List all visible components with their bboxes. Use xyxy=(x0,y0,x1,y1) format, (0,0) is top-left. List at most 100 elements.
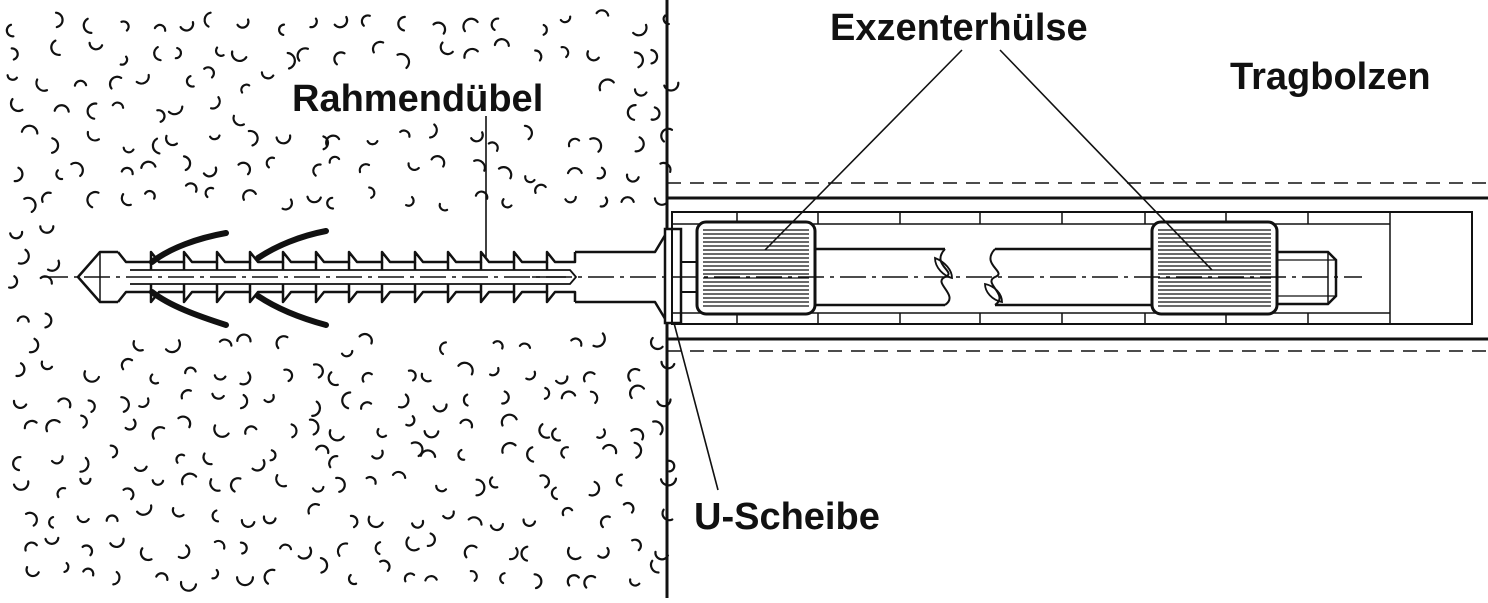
texture-mark xyxy=(213,424,230,438)
texture-mark xyxy=(211,568,220,580)
texture-mark xyxy=(260,71,275,80)
texture-mark xyxy=(210,96,221,110)
texture-mark xyxy=(6,74,18,81)
texture-mark xyxy=(240,519,256,528)
texture-mark xyxy=(360,14,371,27)
texture-mark xyxy=(202,452,213,466)
texture-mark xyxy=(35,78,49,92)
texture-mark xyxy=(649,336,664,351)
texture-mark xyxy=(79,477,92,485)
texture-mark xyxy=(105,514,119,523)
texture-mark xyxy=(508,547,519,561)
texture-mark xyxy=(405,415,416,427)
texture-mark xyxy=(79,456,90,473)
texture-mark xyxy=(475,478,486,497)
texture-mark xyxy=(76,515,90,524)
texture-mark xyxy=(174,46,183,60)
texture-mark xyxy=(262,515,277,525)
texture-mark xyxy=(424,575,438,582)
texture-mark xyxy=(275,134,292,145)
barb-lower-2 xyxy=(255,293,329,328)
texture-mark xyxy=(596,166,606,180)
texture-mark xyxy=(56,487,67,499)
texture-mark xyxy=(269,449,277,462)
texture-mark xyxy=(534,49,543,62)
leader-lines xyxy=(485,49,1213,491)
dowel-rib-top xyxy=(117,250,577,264)
texture-mark xyxy=(124,418,137,431)
texture-mark xyxy=(567,137,581,148)
texture-mark xyxy=(13,166,24,183)
texture-mark xyxy=(171,507,185,518)
texture-mark xyxy=(237,161,251,176)
texture-mark xyxy=(5,23,15,38)
texture-mark xyxy=(247,129,259,147)
texture-mark xyxy=(349,514,359,529)
texture-mark xyxy=(438,202,449,212)
texture-mark xyxy=(501,441,517,454)
texture-mark xyxy=(111,101,125,109)
texture-mark xyxy=(12,455,22,472)
texture-mark xyxy=(538,423,551,439)
texture-mark xyxy=(239,371,252,386)
sleeve-knurling xyxy=(703,229,1271,307)
texture-mark xyxy=(112,570,121,586)
texture-mark xyxy=(391,470,407,479)
texture-mark xyxy=(167,105,184,116)
texture-mark xyxy=(500,413,518,427)
texture-mark xyxy=(462,393,469,407)
label-u-scheibe: U-Scheibe xyxy=(694,496,880,538)
texture-mark xyxy=(518,342,532,349)
texture-mark xyxy=(564,195,577,204)
texture-mark xyxy=(153,46,162,62)
texture-mark xyxy=(595,9,610,17)
texture-mark xyxy=(432,403,448,413)
texture-mark xyxy=(277,23,286,36)
texture-mark xyxy=(229,477,242,493)
texture-mark xyxy=(290,423,298,439)
texture-mark xyxy=(133,465,148,472)
texture-mark xyxy=(632,23,648,37)
texture-mark xyxy=(399,129,411,138)
texture-mark xyxy=(660,127,674,143)
texture-mark xyxy=(586,50,600,62)
texture-mark xyxy=(490,17,500,31)
texture-mark xyxy=(80,414,88,429)
texture-mark xyxy=(23,419,38,430)
texture-mark xyxy=(432,21,447,35)
texture-mark xyxy=(139,547,153,562)
texture-mark xyxy=(177,415,192,429)
texture-mark xyxy=(236,333,252,343)
texture-mark xyxy=(650,48,659,65)
texture-mark xyxy=(501,198,513,209)
texture-mark xyxy=(405,536,420,552)
texture-mark xyxy=(625,173,640,183)
texture-mark xyxy=(566,574,580,587)
texture-mark xyxy=(426,532,436,548)
texture-mark xyxy=(488,476,499,489)
texture-mark xyxy=(138,397,150,409)
texture-mark xyxy=(20,124,39,135)
texture-mark xyxy=(602,443,618,455)
texture-mark xyxy=(438,341,447,356)
texture-mark xyxy=(307,503,320,515)
texture-mark xyxy=(325,134,341,148)
texture-mark xyxy=(333,15,349,29)
texture-mark xyxy=(286,51,296,70)
texture-mark xyxy=(439,41,454,56)
texture-mark xyxy=(164,134,178,147)
texture-mark xyxy=(469,570,478,582)
texture-mark xyxy=(656,398,672,408)
texture-mark xyxy=(588,480,601,497)
texture-mark xyxy=(497,166,513,180)
texture-mark xyxy=(473,159,486,172)
label-rahmenduebel: Rahmendübel xyxy=(292,78,544,120)
texture-mark xyxy=(551,427,561,442)
texture-mark xyxy=(86,191,100,209)
texture-mark xyxy=(10,47,19,61)
texture-mark xyxy=(423,430,440,439)
texture-mark xyxy=(371,40,385,54)
leader-exzenter-left xyxy=(764,49,963,251)
texture-mark xyxy=(589,390,599,404)
texture-mark xyxy=(667,459,676,473)
